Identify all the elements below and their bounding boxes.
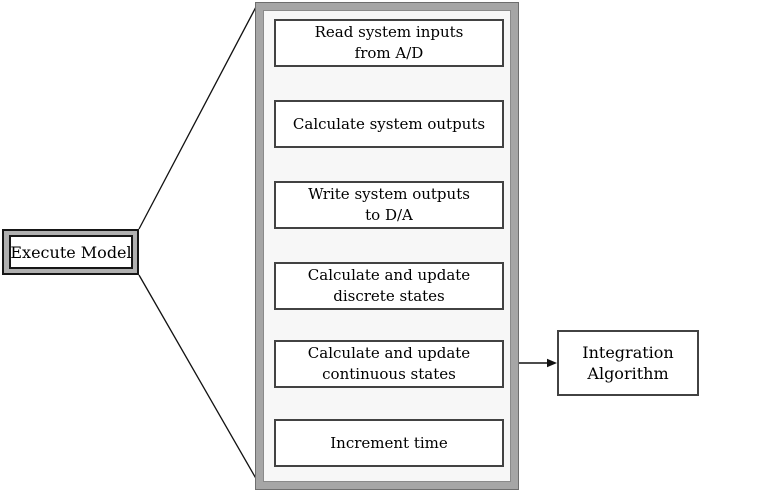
execute-model-box: Execute Model <box>2 229 139 275</box>
model-execution-frame <box>256 3 518 489</box>
integration-label-line: Integration <box>582 343 674 362</box>
step-label-line: continuous states <box>322 365 456 383</box>
step-box-increment-time: Increment time <box>274 419 504 467</box>
execute-model-label: Execute Model <box>10 242 132 262</box>
execute-model-inner-box: Execute Model <box>9 235 133 269</box>
diagonal-connector-top <box>138 4 258 230</box>
step-box-read-inputs: Read system inputs from A/D <box>274 19 504 67</box>
step-label-line: from A/D <box>354 44 424 62</box>
step-box-calculate-outputs: Calculate system outputs <box>274 100 504 148</box>
step-label-line: to D/A <box>365 206 413 224</box>
step-label-line: Calculate and update <box>307 344 471 362</box>
step-label-line: Calculate and update <box>307 266 471 284</box>
step-label-line: Write system outputs <box>308 185 470 203</box>
integration-algorithm-box: Integration Algorithm <box>557 330 699 396</box>
step-label-line: Increment time <box>330 433 448 452</box>
step-label-line: Calculate system outputs <box>292 114 486 133</box>
step-box-update-discrete-states: Calculate and update discrete states <box>274 262 504 310</box>
diagonal-connector-bottom <box>138 274 259 483</box>
step-box-write-outputs: Write system outputs to D/A <box>274 181 504 229</box>
integration-label-line: Algorithm <box>587 364 669 383</box>
step-label-line: discrete states <box>333 287 445 305</box>
step-box-update-continuous-states: Calculate and update continuous states <box>274 340 504 388</box>
step-label-line: Read system inputs <box>314 23 464 41</box>
